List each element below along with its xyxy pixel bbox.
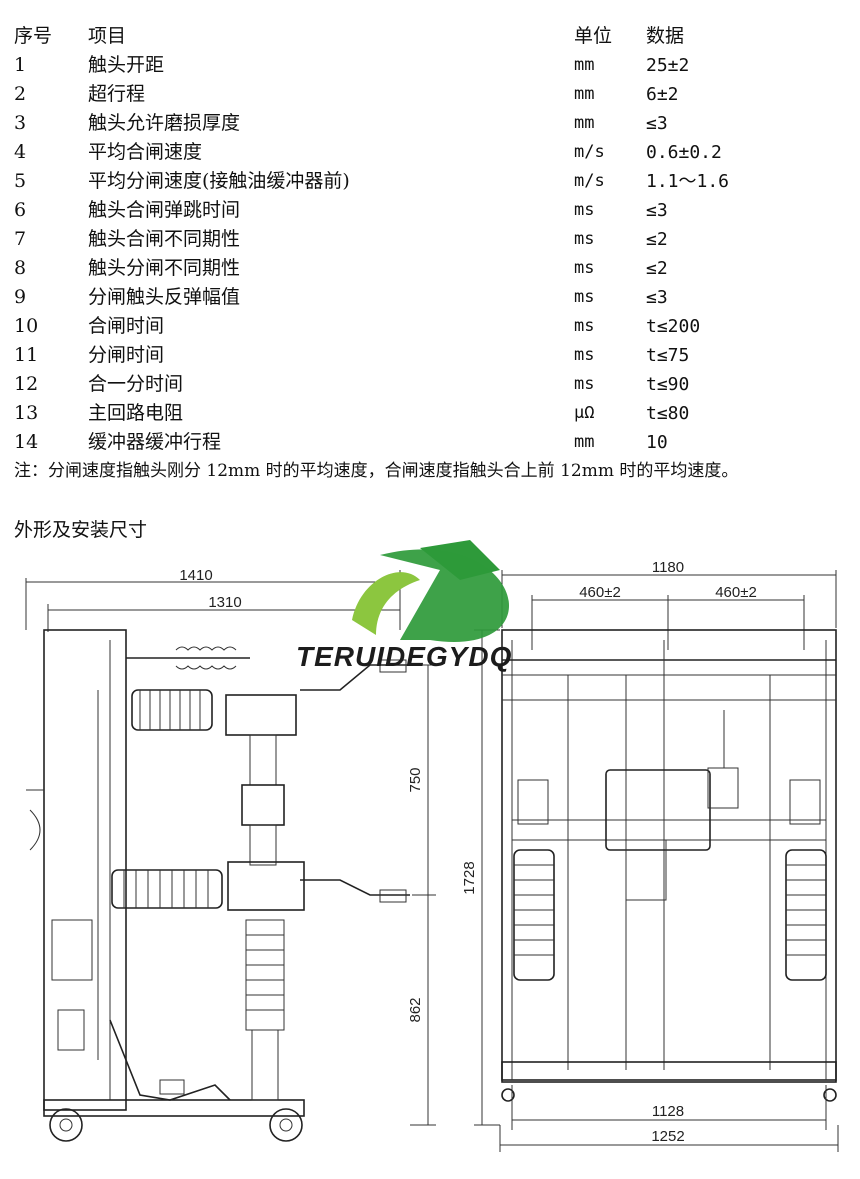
section-title: 外形及安装尺寸 [14,519,148,541]
row-no: 1 [14,54,27,76]
row-no: 14 [14,431,39,453]
table-row: 9 分闸触头反弹幅值 ms ≤3 [14,283,844,312]
row-value: ≤2 [646,258,668,279]
dimension-drawing: 1410 1310 [25,540,839,1152]
header-value: 数据 [646,25,685,47]
row-item: 主回路电阻 [88,402,184,424]
dim-1728: 1728 [461,861,478,894]
header-no: 序号 [14,25,53,47]
header-unit: 单位 [574,25,613,47]
row-value: t≤75 [646,345,690,366]
dim-1310: 1310 [208,594,241,611]
row-unit: mm [574,84,595,104]
table-row: 2 超行程 mm 6±2 [14,80,844,109]
row-no: 12 [14,373,39,395]
dim-1410: 1410 [179,567,212,584]
dim-460-left: 460±2 [579,584,621,601]
row-unit: m/s [574,142,605,162]
row-value: ≤3 [646,200,668,221]
row-no: 8 [14,257,27,279]
row-unit: ms [574,258,595,278]
dim-460-right: 460±2 [715,584,757,601]
row-unit: μΩ [574,403,595,423]
dim-1252: 1252 [651,1128,684,1145]
row-item: 分闸时间 [88,344,165,366]
table-row: 14 缓冲器缓冲行程 mm 10 [14,428,844,457]
row-unit: ms [574,374,595,394]
note-text: 注：分闸速度指触头刚分 12mm 时的平均速度，合闸速度指触头合上前 12mm … [14,461,739,481]
row-value: 25±2 [646,55,690,76]
parameter-table: 序号 项目 单位 数据 1 触头开距 mm 25±2 2 超行程 mm 6±2 3 触头允许磨… [14,22,844,457]
table-row: 12 合一分时间 ms t≤90 [14,370,844,399]
table-row: 3 触头允许磨损厚度 mm ≤3 [14,109,844,138]
table-row: 10 合闸时间 ms t≤200 [14,312,844,341]
row-no: 9 [14,286,27,308]
row-item: 触头合闸弹跳时间 [88,199,241,221]
row-unit: mm [574,55,595,75]
row-unit: mm [574,432,595,452]
table-row: 4 平均合闸速度 m/s 0.6±0.2 [14,138,844,167]
row-no: 4 [14,141,27,163]
dim-1180: 1180 [652,559,684,576]
dim-862: 862 [407,997,424,1022]
row-unit: m/s [574,171,605,191]
row-item: 合一分时间 [88,373,184,395]
row-item: 触头开距 [88,54,165,76]
row-value: ≤3 [646,287,668,308]
logo: TERUIDEGYDQ [296,540,512,672]
front-view: 1180 460±2 460±2 [461,559,839,1152]
table-row: 11 分闸时间 ms t≤75 [14,341,844,370]
row-value: 1.1～1.6 [646,171,730,192]
table-row: 6 触头合闸弹跳时间 ms ≤3 [14,196,844,225]
dim-750: 750 [407,767,424,792]
row-no: 13 [14,402,39,424]
row-item: 触头分闸不同期性 [88,257,241,279]
row-unit: ms [574,287,595,307]
table-row: 8 触头分闸不同期性 ms ≤2 [14,254,844,283]
table-row: 5 平均分闸速度(接触油缓冲器前) m/s 1.1～1.6 [14,167,844,196]
row-unit: mm [574,113,595,133]
row-value: t≤200 [646,316,701,337]
logo-mark [380,549,510,642]
row-unit: ms [574,316,595,336]
row-value: t≤80 [646,403,690,424]
row-no: 5 [14,170,27,192]
row-value: ≤2 [646,229,668,250]
row-unit: ms [574,229,595,249]
row-value: 10 [646,432,668,453]
side-view: 1410 1310 [25,567,436,1142]
row-value: t≤90 [646,374,690,395]
table-row: 1 触头开距 mm 25±2 [14,51,844,80]
row-no: 11 [14,344,39,366]
logo-text: TERUIDEGYDQ [296,641,512,672]
row-no: 2 [14,83,27,105]
row-item: 平均合闸速度 [88,141,203,163]
row-item: 缓冲器缓冲行程 [88,431,222,453]
row-no: 3 [14,112,27,134]
row-item: 超行程 [88,83,146,105]
logo-swoosh [352,572,420,635]
row-no: 10 [14,315,39,337]
row-no: 6 [14,199,27,221]
row-item: 分闸触头反弹幅值 [88,286,241,308]
row-value: ≤3 [646,113,668,134]
table-row: 13 主回路电阻 μΩ t≤80 [14,399,844,428]
row-item: 触头允许磨损厚度 [88,112,241,134]
table-row: 7 触头合闸不同期性 ms ≤2 [14,225,844,254]
row-no: 7 [14,228,27,250]
header-item: 项目 [88,25,127,47]
row-item: 平均分闸速度(接触油缓冲器前) [88,170,350,192]
row-value: 6±2 [646,84,679,105]
dim-1128: 1128 [652,1103,684,1120]
row-value: 0.6±0.2 [646,142,722,163]
table-header: 序号 项目 单位 数据 [14,22,844,51]
row-item: 触头合闸不同期性 [88,228,241,250]
row-item: 合闸时间 [88,315,165,337]
row-unit: ms [574,345,595,365]
row-unit: ms [574,200,595,220]
